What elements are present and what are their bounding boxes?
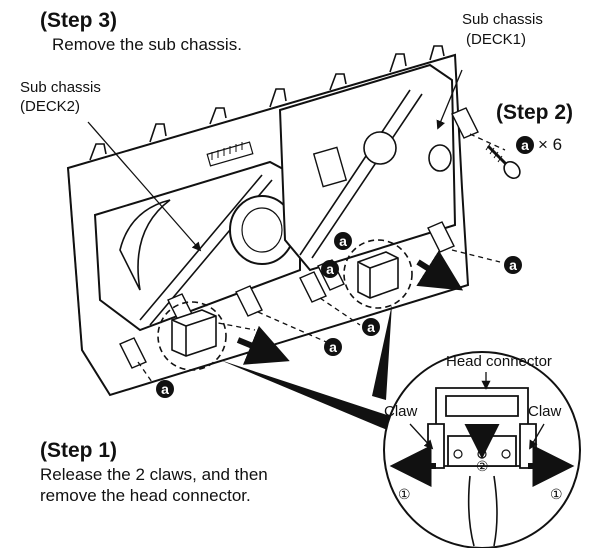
leader-deck1	[436, 69, 463, 130]
step1-line2: remove the head connector.	[40, 486, 251, 505]
step2-count: × 6	[538, 135, 563, 154]
deck1-gear-block	[312, 146, 348, 188]
deck1-label-line1: Sub chassis	[462, 11, 543, 28]
screw-marker: a	[362, 318, 380, 336]
detail-cable	[467, 475, 498, 547]
screw-marker: a	[324, 338, 342, 356]
screw-marker: a	[321, 260, 339, 278]
head-connector-deck1	[357, 251, 399, 299]
step2-title: (Step 2)	[496, 101, 574, 124]
removal-arrow-deck1	[416, 250, 464, 291]
claw-right-label: Claw	[528, 403, 562, 420]
step1-title: (Step 1)	[40, 439, 118, 462]
head-connector-label: Head connector	[446, 353, 552, 370]
screw-marker-badge: a	[516, 136, 534, 154]
remove-marker: ②	[476, 458, 489, 474]
leader-deck2	[87, 121, 202, 252]
head-connector-deck2	[171, 309, 217, 357]
claw-left-leader	[409, 423, 434, 450]
deck1-reel	[363, 131, 397, 165]
step3-title: (Step 3)	[40, 9, 118, 32]
screw-marker: a	[156, 380, 174, 398]
highlight-circle-deck2	[157, 301, 227, 371]
screw-icon	[485, 143, 521, 180]
top-tabs	[89, 45, 445, 161]
step3-text: Remove the sub chassis.	[52, 35, 242, 54]
deck1-diagonal-rib	[299, 89, 423, 259]
deck2-label-line1: Sub chassis	[20, 79, 101, 96]
deck1-hole	[428, 144, 452, 172]
screw-marker: a	[504, 256, 522, 274]
deck1-label-line2: (DECK1)	[466, 31, 527, 48]
deck2-reel	[119, 199, 171, 291]
deck2-label-line2: (DECK2)	[20, 98, 81, 115]
removal-arrow-deck2	[236, 325, 290, 365]
claw-right-leader	[529, 423, 545, 450]
callout-wedge-deck1	[372, 304, 392, 400]
release-marker-left: ①	[398, 486, 411, 502]
callout-wedge-deck2	[220, 360, 396, 432]
release-marker-right: ①	[550, 486, 563, 502]
claw-left-label: Claw	[384, 403, 418, 420]
step1-line1: Release the 2 claws, and then	[40, 465, 268, 484]
highlight-circle-deck1	[343, 239, 413, 309]
screw-marker: a	[334, 232, 352, 250]
